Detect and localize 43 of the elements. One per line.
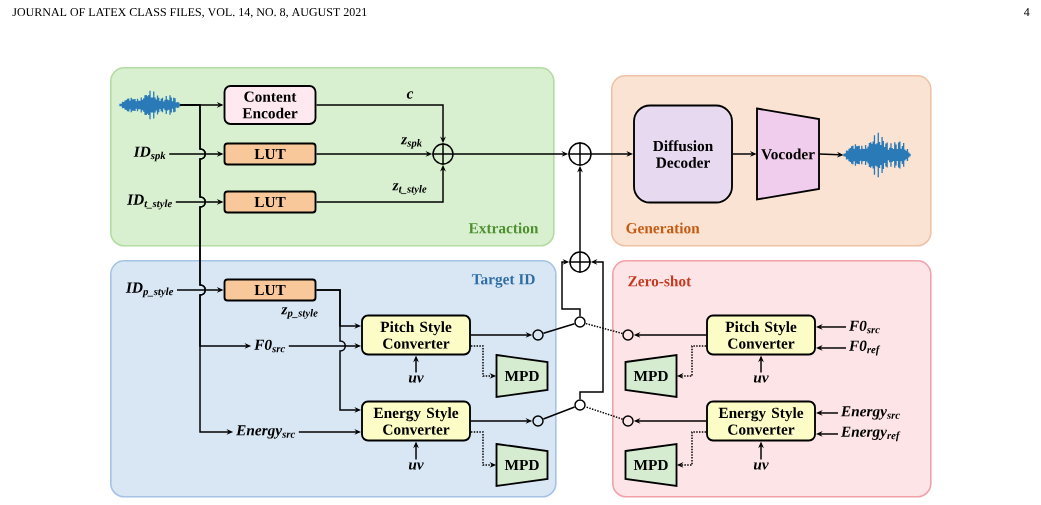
connector-line — [584, 322, 624, 335]
signal-label: Energy$_{ref}$ — [840, 426, 901, 442]
switch-terminal — [532, 415, 544, 427]
signal-label: ID$_{t_style}$ — [127, 194, 172, 210]
process-box: Content Encoder — [223, 85, 317, 125]
arrow — [579, 259, 604, 400]
switch-terminal — [622, 415, 634, 427]
switch-terminal — [574, 399, 586, 411]
summing-junction — [568, 250, 592, 274]
signal-label: F0$_{ref}$ — [848, 340, 881, 356]
process-box: LUT — [223, 190, 317, 214]
connector-line — [584, 406, 624, 420]
edge-label: c — [405, 89, 415, 100]
switch-terminal — [622, 329, 634, 341]
signal-label: F0$_{src}$ — [254, 339, 285, 353]
arrow — [561, 259, 581, 317]
page-number: 4 — [1023, 8, 1030, 16]
summing-junction — [431, 142, 455, 166]
process-box: LUT — [223, 142, 317, 166]
page-header: JOURNAL OF LATEX CLASS FILES, VOL. 14, NO. 8, AUGUST 2021 — [12, 8, 367, 18]
signal-label: uv — [753, 375, 769, 383]
process-box: Energy Style Converter — [706, 400, 816, 442]
signal-label: Energy$_{src}$ — [236, 425, 296, 439]
process-box: Energy Style Converter — [361, 400, 471, 442]
signal-label: uv — [408, 462, 424, 470]
switch-terminal — [532, 329, 544, 341]
signal-label: uv — [408, 375, 424, 383]
process-box: Diffusion Decoder — [633, 104, 733, 204]
switch-terminal — [574, 316, 586, 328]
waveform — [119, 90, 181, 120]
signal-label: F0$_{src}$ — [848, 320, 880, 334]
connector-line — [542, 406, 576, 420]
summing-junction — [567, 141, 593, 167]
process-box: Pitch Style Converter — [706, 314, 816, 356]
signal-label: uv — [753, 462, 769, 470]
signal-label: ID$_{p_style}$ — [125, 282, 174, 298]
signal-label: ID$_{spk}$ — [133, 146, 166, 162]
process-box: LUT — [223, 278, 317, 302]
signal-label: Energy$_{src}$ — [840, 406, 900, 420]
trapezoid-block: MPD — [624, 442, 678, 488]
waveform — [843, 132, 911, 178]
connector-line — [542, 322, 576, 335]
process-box: Pitch Style Converter — [361, 314, 471, 356]
